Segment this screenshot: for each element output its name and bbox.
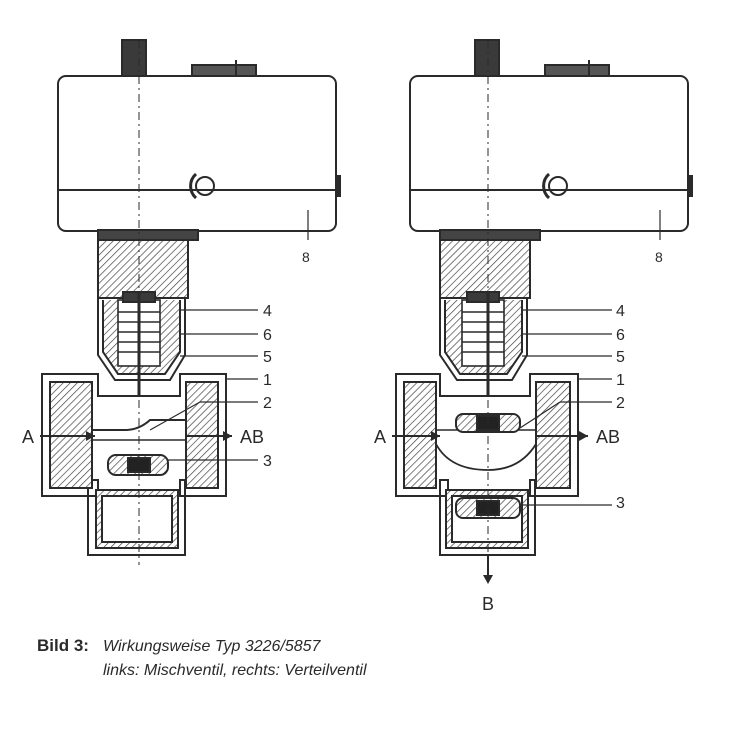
right-callout-3: 3 [616,495,625,512]
left-leader-lines [149,210,309,461]
left-plug [107,454,169,476]
left-callout-3: 3 [263,453,272,470]
right-port-ab: AB [596,427,620,447]
valve-diagram: 8 4 6 5 1 2 3 A AB [22,39,693,614]
caption-title: Wirkungsweise Typ 3226/5857 [103,638,321,655]
right-leader-lines [519,210,661,506]
right-callout-1: 1 [616,372,625,389]
right-callout-6: 6 [616,327,625,344]
left-port-a: A [22,427,34,447]
left-flow-arrows [40,431,232,441]
right-actuator-knob [474,39,500,77]
right-port-b: B [482,594,494,614]
left-actuator-knob [121,39,147,77]
left-callout-4: 4 [263,303,272,320]
caption-subtitle: links: Mischventil, rechts: Verteilventi… [103,662,367,679]
left-port-ab: AB [240,427,264,447]
right-callout-8: 8 [655,249,663,265]
right-valve [392,39,693,584]
left-callout-1: 1 [263,372,272,389]
left-callout-5: 5 [263,349,272,366]
left-callout-8: 8 [302,249,310,265]
right-spring [461,299,505,367]
left-callout-2: 2 [263,395,272,412]
left-yoke [97,229,199,241]
right-callout-2: 2 [616,395,625,412]
left-valve [40,39,341,565]
left-callout-6: 6 [263,327,272,344]
caption-label: Bild 3: [37,636,89,655]
right-callout-4: 4 [616,303,625,320]
right-actuator-housing [409,75,689,232]
right-callout-5: 5 [616,349,625,366]
right-port-a: A [374,427,386,447]
right-yoke [439,229,541,241]
right-manual-override-icon [542,172,568,200]
figure-caption: Bild 3: Wirkungsweise Typ 3226/5857 link… [37,636,717,688]
left-manual-override-icon [189,172,215,200]
left-actuator-housing [57,75,337,232]
